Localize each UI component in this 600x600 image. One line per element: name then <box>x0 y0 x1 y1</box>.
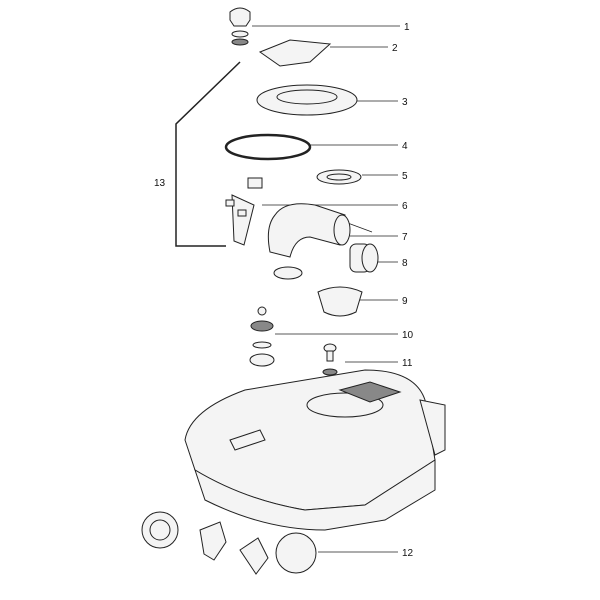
callout-9: 9 <box>402 296 408 307</box>
callout-10: 10 <box>402 330 414 341</box>
part-5-gasket <box>316 169 362 185</box>
part-12-wheels <box>141 511 317 575</box>
part-7-elbow <box>267 203 351 280</box>
leader-lines <box>175 25 400 553</box>
callout-2: 2 <box>392 43 398 54</box>
callout-1: 1 <box>404 22 410 33</box>
callout-3: 3 <box>402 97 408 108</box>
callout-4: 4 <box>402 141 408 152</box>
part-1-knob <box>229 7 251 46</box>
callout-12: 12 <box>402 548 414 559</box>
callout-8: 8 <box>402 258 408 269</box>
part-11-valve <box>322 343 338 376</box>
part-4-seal-ring <box>224 133 312 161</box>
part-3-seat <box>256 84 358 116</box>
callout-5: 5 <box>402 171 408 182</box>
callout-11: 11 <box>402 358 413 369</box>
callout-6: 6 <box>402 201 408 212</box>
bracket-13 <box>175 61 241 247</box>
part-9-valve-cup <box>317 286 363 317</box>
part-8-cap <box>349 243 379 273</box>
part-10-indicator <box>249 306 275 367</box>
tank-body <box>184 369 446 531</box>
part-2-lid <box>258 39 332 67</box>
callout-labels: 1 2 3 4 5 6 7 8 9 10 11 12 13 <box>154 22 414 559</box>
part-6-lever <box>225 177 263 246</box>
callout-13: 13 <box>154 178 166 189</box>
callout-7: 7 <box>402 232 408 243</box>
